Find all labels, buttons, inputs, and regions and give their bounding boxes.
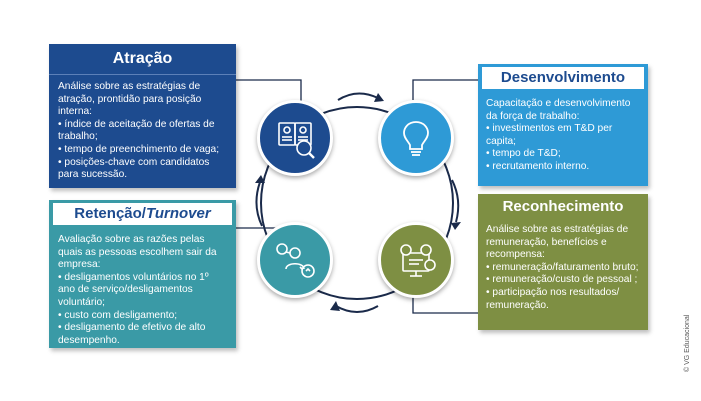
retencao-title-italic: Turnover <box>145 205 211 222</box>
money-monitor-icon <box>400 244 436 277</box>
resume-documents-icon <box>278 122 315 159</box>
arrow-bottom-head <box>330 301 340 311</box>
desenvolvimento-list: investimentos em T&D per capita; tempo d… <box>486 123 639 173</box>
desenvolvimento-body: Capacitação e desenvolvimento da força d… <box>478 92 648 186</box>
desenvolvimento-intro: Capacitação e desenvolvimento da força d… <box>486 98 631 122</box>
list-item: tempo de T&D; <box>486 148 639 161</box>
list-item: desligamentos voluntários no 1º ano de s… <box>58 272 227 310</box>
atracao-card: Atração Análise sobre as estratégias de … <box>49 44 236 188</box>
reconhecimento-list: remuneração/faturamento bruto; remuneraç… <box>486 262 639 312</box>
list-item: recrutamento interno. <box>486 161 639 174</box>
retencao-body: Avaliação sobre as razões pelas quais as… <box>49 229 236 348</box>
copyright-text: © VG Educacional <box>684 314 691 372</box>
lightbulb-icon <box>403 121 429 156</box>
arrow-left-head <box>255 175 265 183</box>
list-item: participação nos resultados/ remuneração… <box>486 287 639 312</box>
retencao-title-main: Retenção/ <box>74 205 146 222</box>
list-item: remuneração/custo de pessoal ; <box>486 274 639 287</box>
list-item: investimentos em T&D per capita; <box>486 123 639 148</box>
arrow-right-head <box>451 222 461 230</box>
retencao-title: Retenção/Turnover <box>53 203 232 225</box>
retencao-intro: Avaliação sobre as razões pelas quais as… <box>58 234 217 271</box>
reconhecimento-card: Reconhecimento Análise sobre as estratég… <box>478 194 648 330</box>
retencao-list: desligamentos voluntários no 1º ano de s… <box>58 272 227 348</box>
desenvolvimento-title-text: Desenvolvimento <box>500 69 626 86</box>
people-network-icon <box>276 243 315 278</box>
connector-desenvolvimento <box>412 79 478 100</box>
arrow-right <box>451 179 460 223</box>
arrow-bottom <box>335 305 379 313</box>
list-item: posições-chave com candidatos para suces… <box>58 157 227 182</box>
atracao-intro: Análise sobre as estratégias de atração,… <box>58 81 202 118</box>
reconhecimento-title-text: Reconhecimento <box>502 198 624 215</box>
reconhecimento-circle <box>378 222 454 298</box>
retencao-circle <box>257 222 333 298</box>
list-item: custo com desligamento; <box>58 310 227 323</box>
list-item: tempo de preenchimento de vaga; <box>58 144 227 157</box>
atracao-title: Atração <box>49 44 236 74</box>
arrow-top-head <box>374 93 384 102</box>
desenvolvimento-card: Desenvolvimento Capacitação e desenvolvi… <box>478 64 648 186</box>
list-item: remuneração/faturamento bruto; <box>486 262 639 275</box>
reconhecimento-body: Análise sobre as estratégias de remunera… <box>478 220 648 330</box>
atracao-body: Análise sobre as estratégias de atração,… <box>49 74 236 188</box>
cycle-ring <box>260 106 454 300</box>
reconhecimento-intro: Análise sobre as estratégias de remunera… <box>486 224 629 261</box>
desenvolvimento-title: Desenvolvimento <box>482 67 644 89</box>
atracao-circle <box>257 100 333 176</box>
arrow-top <box>337 92 379 101</box>
retencao-card: Retenção/Turnover Avaliação sobre as raz… <box>49 200 236 348</box>
list-item: desligamento de efetivo de alto desempen… <box>58 322 227 347</box>
atracao-list: índice de aceitação de ofertas de trabal… <box>58 119 227 182</box>
reconhecimento-title: Reconhecimento <box>478 194 648 220</box>
arrow-left <box>255 181 263 227</box>
atracao-title-text: Atração <box>112 50 173 67</box>
desenvolvimento-circle <box>378 100 454 176</box>
list-item: índice de aceitação de ofertas de trabal… <box>58 119 227 144</box>
